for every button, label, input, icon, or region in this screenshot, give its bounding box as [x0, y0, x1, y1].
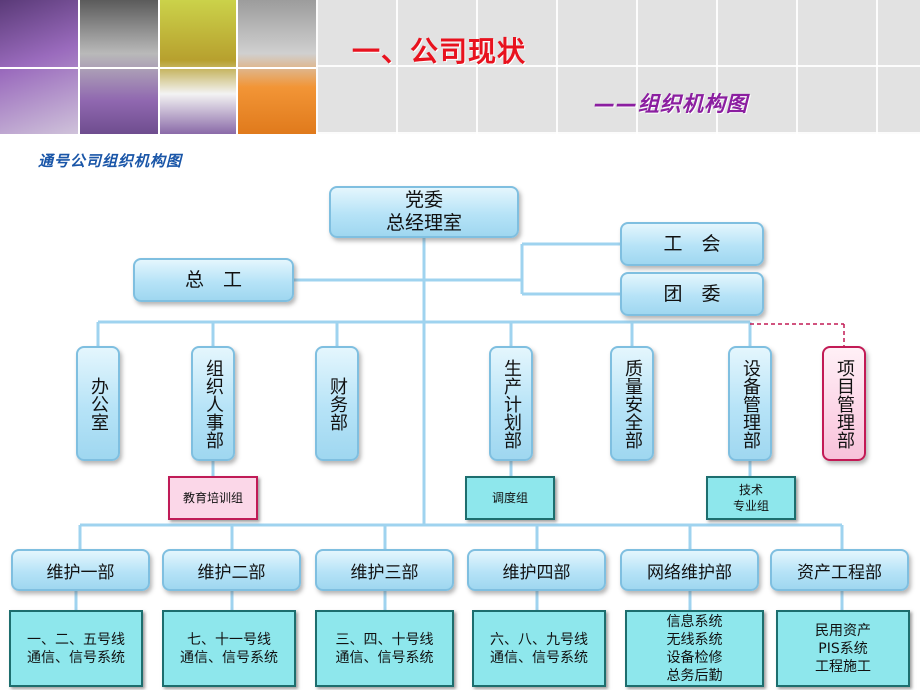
youth-league-box: 团 委: [620, 272, 764, 316]
dispatch-group-box: 调度组: [465, 476, 555, 520]
dept-quality-label: 质量安全部: [622, 358, 643, 449]
dept-planning-box: 生产计划部: [489, 346, 533, 461]
team-lines-7-11-label: 七、十一号线 通信、信号系统: [180, 631, 278, 666]
party-committee-box: 党委 总经理室: [329, 186, 519, 238]
team-network-label: 信息系统 无线系统 设备检修 总务后勤: [666, 613, 723, 684]
dispatch-group-label: 调度组: [491, 491, 528, 505]
maint-dept-3-box: 维护三部: [315, 549, 454, 591]
page-subtitle: ——组织机构图: [594, 92, 748, 116]
asset-engineering-box: 资产工程部: [770, 549, 909, 591]
union-box: 工 会: [620, 222, 764, 266]
dept-office-box: 办公室: [76, 346, 120, 461]
maint-dept-1-box: 维护一部: [11, 549, 150, 591]
training-group-label: 教育培训组: [182, 491, 243, 505]
dept-finance-box: 财务部: [315, 346, 359, 461]
network-maint-label: 网络维护部: [647, 562, 732, 583]
team-network-box: 信息系统 无线系统 设备检修 总务后勤: [625, 610, 764, 687]
header-tile-grid: [316, 0, 920, 134]
chief-engineer-label: 总 工: [184, 268, 242, 291]
header-grid-line: [158, 0, 160, 134]
dept-hr-label: 组织人事部: [203, 358, 224, 449]
page-title: 一、公司现状: [352, 35, 527, 68]
team-lines-1-2-5-box: 一、二、五号线 通信、信号系统: [9, 610, 143, 687]
dept-equipment-box: 设备管理部: [728, 346, 772, 461]
dept-quality-box: 质量安全部: [610, 346, 654, 461]
team-lines-6-8-9-label: 六、八、九号线 通信、信号系统: [490, 631, 588, 666]
tech-group-box: 技术 专业组: [706, 476, 796, 520]
asset-engineering-label: 资产工程部: [797, 562, 882, 583]
maint-dept-3-label: 维护三部: [350, 562, 419, 583]
dept-project-label: 项目管理部: [834, 358, 855, 449]
youth-league-label: 团 委: [663, 282, 721, 305]
dept-finance-label: 财务部: [327, 376, 348, 431]
dept-hr-box: 组织人事部: [191, 346, 235, 461]
dept-project-box: 项目管理部: [822, 346, 866, 461]
team-lines-7-11-box: 七、十一号线 通信、信号系统: [162, 610, 296, 687]
team-lines-1-2-5-label: 一、二、五号线 通信、信号系统: [27, 631, 125, 666]
party-committee-label: 党委 总经理室: [385, 189, 462, 234]
team-assets-box: 民用资产 PIS系统 工程施工: [776, 610, 910, 687]
team-lines-3-4-10-label: 三、四、十号线 通信、信号系统: [335, 631, 434, 666]
dept-office-label: 办公室: [88, 376, 109, 431]
header-banner: 一、公司现状 ——组织机构图: [0, 0, 920, 134]
header-grid-line: [236, 0, 238, 134]
chart-caption: 通号公司组织机构图: [38, 152, 183, 170]
header-grid-line: [78, 0, 80, 134]
maint-dept-2-box: 维护二部: [162, 549, 301, 591]
network-maint-box: 网络维护部: [620, 549, 759, 591]
chief-engineer-box: 总 工: [133, 258, 294, 302]
tech-group-label: 技术 专业组: [732, 483, 769, 513]
team-lines-6-8-9-box: 六、八、九号线 通信、信号系统: [472, 610, 606, 687]
team-lines-3-4-10-box: 三、四、十号线 通信、信号系统: [315, 610, 454, 687]
team-assets-label: 民用资产 PIS系统 工程施工: [815, 622, 871, 675]
dept-planning-label: 生产计划部: [501, 358, 522, 449]
dept-equipment-label: 设备管理部: [740, 358, 761, 449]
maint-dept-4-label: 维护四部: [502, 562, 571, 583]
union-label: 工 会: [663, 232, 721, 255]
training-group-box: 教育培训组: [168, 476, 258, 520]
maint-dept-4-box: 维护四部: [467, 549, 606, 591]
maint-dept-1-label: 维护一部: [46, 562, 115, 583]
maint-dept-2-label: 维护二部: [197, 562, 266, 583]
